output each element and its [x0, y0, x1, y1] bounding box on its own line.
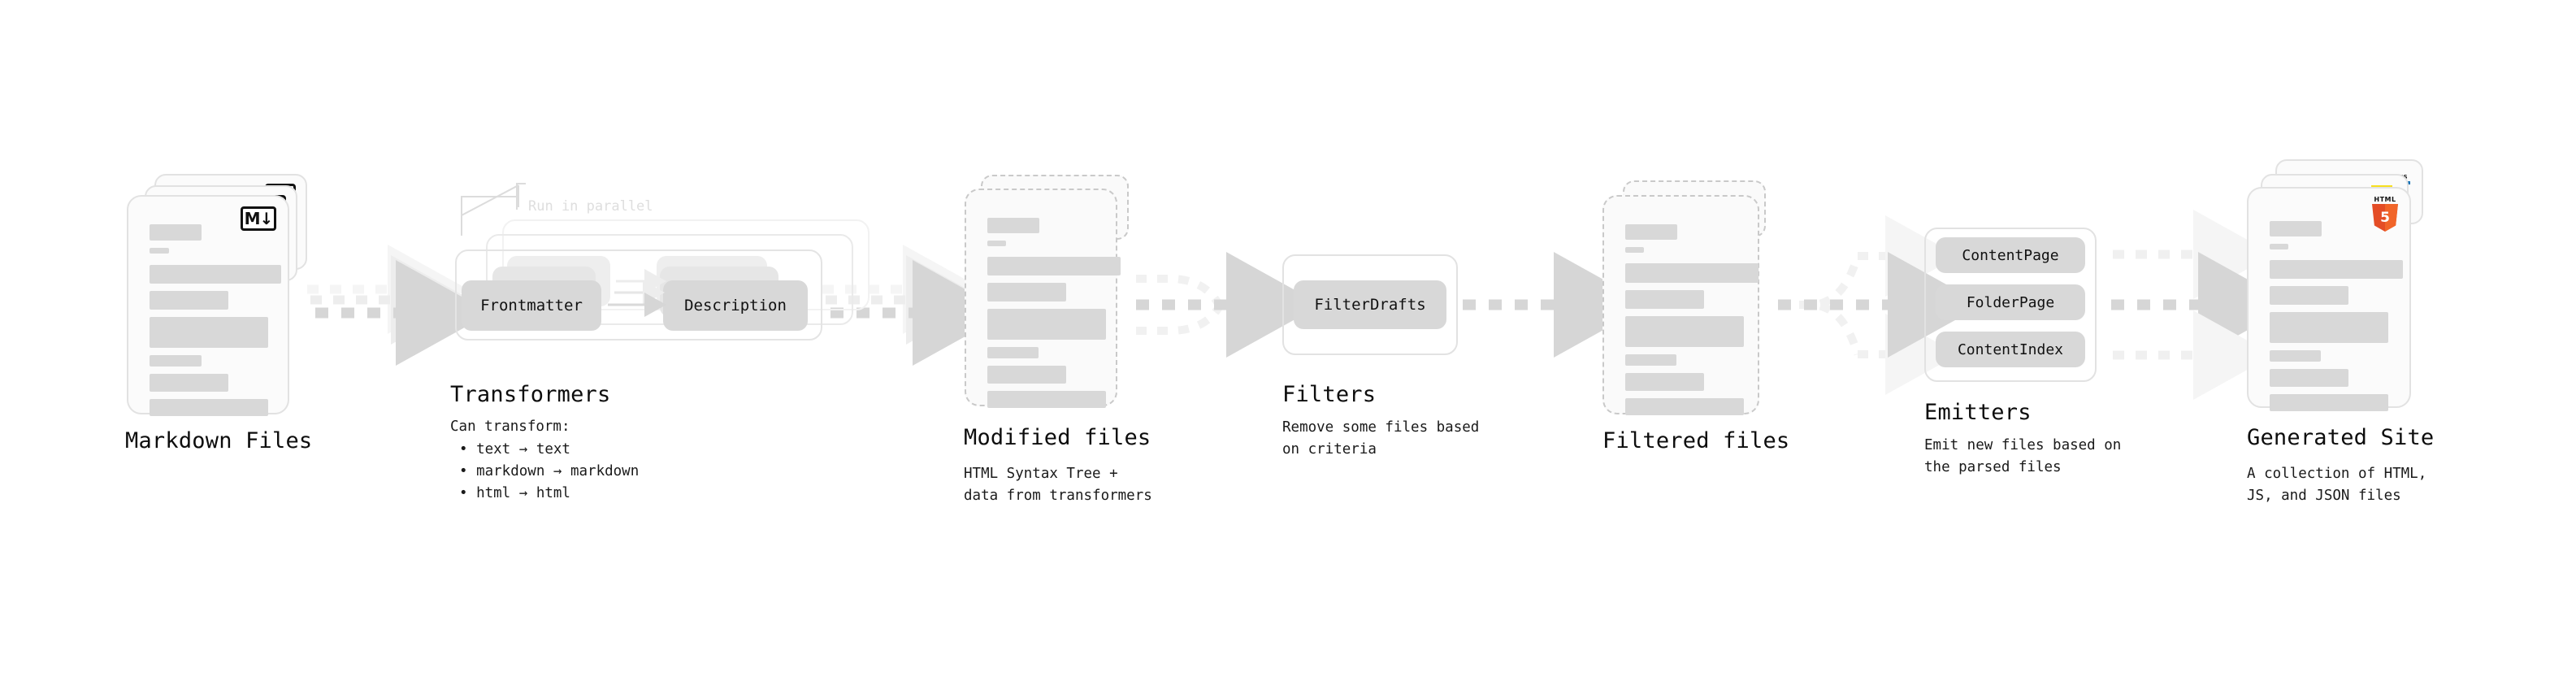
transformers-description: Can transform: [450, 419, 570, 435]
transformer-node-frontmatter[interactable]: Frontmatter [462, 280, 601, 331]
filter-node-filterdrafts[interactable]: FilterDrafts [1294, 280, 1446, 329]
modified-files-description: HTML Syntax Tree + data from transformer… [964, 466, 1152, 505]
emitter-node-folderpage[interactable]: FolderPage [1936, 284, 2085, 320]
stage-label-generated-site: Generated Site [2247, 425, 2435, 450]
content-bar [150, 248, 169, 254]
stage-label-filters: Filters [1282, 382, 1377, 407]
filtered-card-front [1602, 195, 1759, 415]
content-bar [2270, 286, 2348, 305]
card-content-bars [2270, 221, 2403, 419]
content-bar [150, 224, 202, 241]
content-bar [1625, 224, 1677, 240]
content-bar [2270, 394, 2388, 411]
card-content-bars [150, 224, 281, 423]
content-bar [987, 347, 1039, 358]
content-bar [987, 218, 1039, 233]
content-bar [2270, 221, 2322, 236]
run-in-parallel-note: Run in parallel [528, 198, 653, 215]
arrow-emitters-to-site [2111, 210, 2293, 400]
generated-site-description: A collection of HTML, JS, and JSON files [2247, 466, 2427, 505]
bullet-item: • markdown → markdown [459, 463, 640, 480]
transformer-node-description[interactable]: Description [663, 280, 808, 331]
filters-description: Remove some files based on criteria [1282, 419, 1480, 458]
card-content-bars [987, 218, 1121, 415]
content-bar [1625, 354, 1676, 366]
content-bar [1625, 247, 1644, 253]
markdown-card-front: M↓ [127, 195, 289, 416]
content-bar [1625, 373, 1704, 391]
content-bar [1625, 290, 1704, 309]
content-bar [987, 309, 1106, 340]
content-bar [987, 257, 1121, 275]
emitters-description: Emit new files based on the parsed files [1924, 437, 2122, 476]
content-bar [2270, 312, 2388, 343]
filters-group-box [1282, 254, 1458, 355]
content-bar [150, 291, 228, 310]
transformers-bullets: • text → text • markdown → markdown • ht… [459, 439, 639, 505]
stage-label-filtered-files: Filtered files [1602, 428, 1790, 453]
content-bar [150, 374, 228, 392]
transformer-group-front [455, 249, 822, 340]
content-bar [2270, 244, 2288, 249]
content-bar [150, 399, 268, 416]
content-bar [150, 265, 281, 284]
html5-badge: HTML 5 [2372, 197, 2398, 232]
card-content-bars [1625, 224, 1759, 423]
bullet-item: • text → text [459, 441, 570, 458]
emitter-node-contentindex[interactable]: ContentIndex [1936, 332, 2085, 367]
emitters-group-box [1924, 228, 2097, 382]
stage-label-markdown-files: Markdown Files [125, 428, 313, 453]
arrow-filtered-to-emitters [1778, 215, 1983, 395]
content-bar [150, 355, 202, 367]
arrow-markdown-to-transformers [307, 245, 491, 366]
bullet-item: • html → html [459, 485, 570, 502]
emitter-node-contentpage[interactable]: ContentPage [1936, 237, 2085, 273]
content-bar [987, 241, 1006, 246]
markdown-badge: M↓ [241, 206, 276, 231]
content-bar [2270, 260, 2403, 279]
modified-card-front [965, 189, 1121, 408]
content-bar [2270, 350, 2321, 362]
stage-label-emitters: Emitters [1924, 400, 2032, 425]
content-bar [987, 366, 1066, 384]
content-bar [987, 283, 1066, 301]
arrow-modified-to-filters [1136, 252, 1321, 358]
content-bar [1625, 398, 1744, 415]
content-bar [2270, 369, 2348, 387]
site-card-front-html: HTML 5 [2247, 187, 2411, 411]
content-bar [1625, 263, 1759, 283]
content-bar [150, 317, 268, 348]
content-bar [987, 391, 1106, 408]
stage-label-modified-files: Modified files [964, 425, 1151, 450]
content-bar [1625, 316, 1744, 347]
stage-label-transformers: Transformers [450, 382, 611, 407]
